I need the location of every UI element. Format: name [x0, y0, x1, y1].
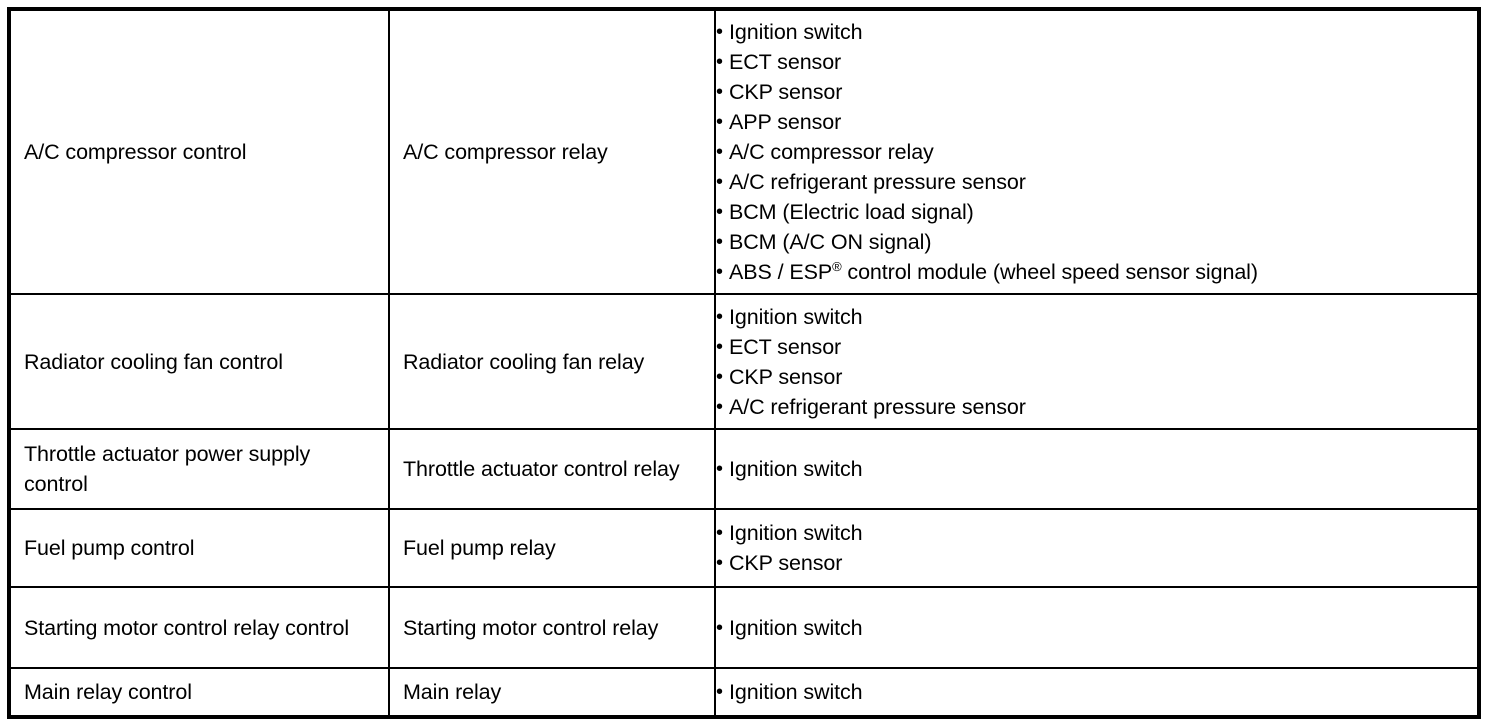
- ecm-control-function-table: A/C compressor control A/C compressor re…: [7, 7, 1481, 719]
- cell-function: Fuel pump control: [8, 508, 390, 588]
- signal-list-item: Ignition switch: [716, 518, 1477, 548]
- actuator-label: Main relay: [403, 680, 502, 704]
- cell-actuator: Throttle actuator control relay: [388, 428, 716, 510]
- function-label: Main relay control: [24, 680, 192, 704]
- cell-signals: Ignition switch: [714, 667, 1480, 718]
- table-row: Fuel pump control Fuel pump relay Igniti…: [8, 508, 1480, 588]
- function-label: A/C compressor control: [24, 140, 247, 164]
- cell-actuator: Starting motor control relay: [388, 586, 716, 669]
- actuator-label: Throttle actuator control relay: [403, 457, 680, 481]
- function-label: Fuel pump control: [24, 536, 195, 560]
- cell-actuator: Radiator cooling fan relay: [388, 293, 716, 430]
- cell-actuator: A/C compressor relay: [388, 8, 716, 295]
- cell-function: Starting motor control relay control: [8, 586, 390, 669]
- signal-list: Ignition switch: [716, 454, 1477, 484]
- signal-list: Ignition switch: [716, 613, 1477, 643]
- table-row: Radiator cooling fan control Radiator co…: [8, 293, 1480, 430]
- signal-list: Ignition switchECT sensorCKP sensorAPP s…: [716, 17, 1477, 287]
- actuator-label: Starting motor control relay: [403, 615, 659, 640]
- signal-list-item: Ignition switch: [716, 302, 1477, 332]
- actuator-label: Radiator cooling fan relay: [403, 349, 645, 374]
- signal-list-item: CKP sensor: [716, 548, 1477, 578]
- signal-list-item: Ignition switch: [716, 677, 1477, 707]
- signal-list-item: ABS / ESP® control module (wheel speed s…: [716, 257, 1477, 287]
- table-row: A/C compressor control A/C compressor re…: [8, 8, 1480, 295]
- cell-actuator: Fuel pump relay: [388, 508, 716, 588]
- signal-list-item: BCM (A/C ON signal): [716, 227, 1477, 257]
- cell-function: Radiator cooling fan control: [8, 293, 390, 430]
- signal-list-item: A/C compressor relay: [716, 137, 1477, 167]
- signal-list-item: Ignition switch: [716, 17, 1477, 47]
- function-label: Throttle actuator power supply control: [24, 442, 311, 496]
- table-row: Throttle actuator power supply control T…: [8, 428, 1480, 510]
- signal-list-item: ECT sensor: [716, 47, 1477, 77]
- signal-list-item: A/C refrigerant pressure sensor: [716, 392, 1477, 422]
- signal-list-item: APP sensor: [716, 107, 1477, 137]
- table-row: Starting motor control relay control Sta…: [8, 586, 1480, 669]
- signal-list: Ignition switchECT sensorCKP sensorA/C r…: [716, 302, 1477, 422]
- signal-list: Ignition switchCKP sensor: [716, 518, 1477, 578]
- actuator-label: Fuel pump relay: [403, 536, 556, 560]
- function-label: Radiator cooling fan control: [24, 349, 283, 374]
- cell-function: A/C compressor control: [8, 8, 390, 295]
- cell-actuator: Main relay: [388, 667, 716, 718]
- registered-trademark-icon: ®: [832, 258, 842, 274]
- cell-function: Throttle actuator power supply control: [8, 428, 390, 510]
- signal-list-item: CKP sensor: [716, 77, 1477, 107]
- cell-signals: Ignition switch: [714, 586, 1480, 669]
- signal-list-item: ECT sensor: [716, 332, 1477, 362]
- cell-function: Main relay control: [8, 667, 390, 718]
- cell-signals: Ignition switchCKP sensor: [714, 508, 1480, 588]
- signal-list-item: A/C refrigerant pressure sensor: [716, 167, 1477, 197]
- signal-list: Ignition switch: [716, 677, 1477, 707]
- table-body: A/C compressor control A/C compressor re…: [8, 8, 1480, 718]
- signal-list-item: BCM (Electric load signal): [716, 197, 1477, 227]
- table-row: Main relay control Main relay Ignition s…: [8, 667, 1480, 718]
- cell-signals: Ignition switchECT sensorCKP sensorAPP s…: [714, 8, 1480, 295]
- cell-signals: Ignition switchECT sensorCKP sensorA/C r…: [714, 293, 1480, 430]
- signal-list-item: CKP sensor: [716, 362, 1477, 392]
- signal-list-item: Ignition switch: [716, 613, 1477, 643]
- actuator-label: A/C compressor relay: [403, 140, 608, 164]
- function-label: Starting motor control relay control: [24, 615, 350, 640]
- signal-list-item: Ignition switch: [716, 454, 1477, 484]
- cell-signals: Ignition switch: [714, 428, 1480, 510]
